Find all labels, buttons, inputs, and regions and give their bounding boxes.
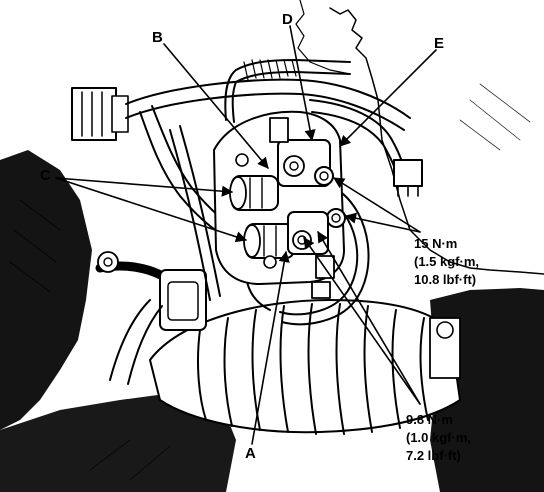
torque-upper-line1: 15 N·m	[414, 236, 457, 251]
torque-lower-line1: 9.8 N·m	[406, 412, 453, 427]
valve-assembly	[213, 110, 346, 299]
steering-rack-boot	[149, 299, 461, 435]
callout-labels: A B C D E	[40, 11, 444, 462]
callout-label-d: D	[282, 11, 293, 28]
torque-upper-line3: 10.8 lbf·ft)	[414, 272, 476, 287]
leader-lines	[55, 25, 437, 445]
left-hose-assembly	[71, 87, 207, 385]
torque-spec-lower: 9.8 N·m (1.0 kgf·m, 7.2 lbf·ft)	[406, 412, 471, 463]
torque-lower-line2: (1.0 kgf·m,	[406, 430, 471, 445]
callout-label-c: C	[40, 167, 51, 184]
torque-spec-upper: 15 N·m (1.5 kgf·m, 10.8 lbf·ft)	[414, 236, 479, 287]
torque-lower-line3: 7.2 lbf·ft)	[406, 448, 461, 463]
torque-upper-line2: (1.5 kgf·m,	[414, 254, 479, 269]
callout-label-b: B	[152, 29, 163, 46]
callout-label-e: E	[434, 35, 444, 52]
callout-label-a: A	[245, 445, 256, 462]
